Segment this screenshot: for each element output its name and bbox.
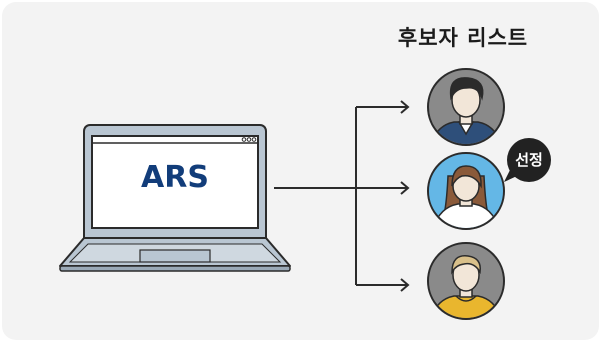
laptop-screen xyxy=(91,135,259,229)
laptop-icon: ARS xyxy=(59,124,291,272)
arrow-head-2 xyxy=(400,181,410,195)
laptop-screen-text: ARS xyxy=(141,160,209,195)
candidate-avatar-2 xyxy=(427,152,505,230)
arrow-head-3 xyxy=(400,278,410,292)
selected-badge: 선정 xyxy=(504,138,551,182)
candidate-avatar-3 xyxy=(427,242,505,320)
candidate-avatar-1 xyxy=(427,68,505,146)
connector-lines xyxy=(274,100,410,292)
candidate-list-title: 후보자 리스트 xyxy=(397,26,529,50)
selected-badge-label: 선정 xyxy=(515,151,543,169)
arrow-head-1 xyxy=(400,100,410,114)
